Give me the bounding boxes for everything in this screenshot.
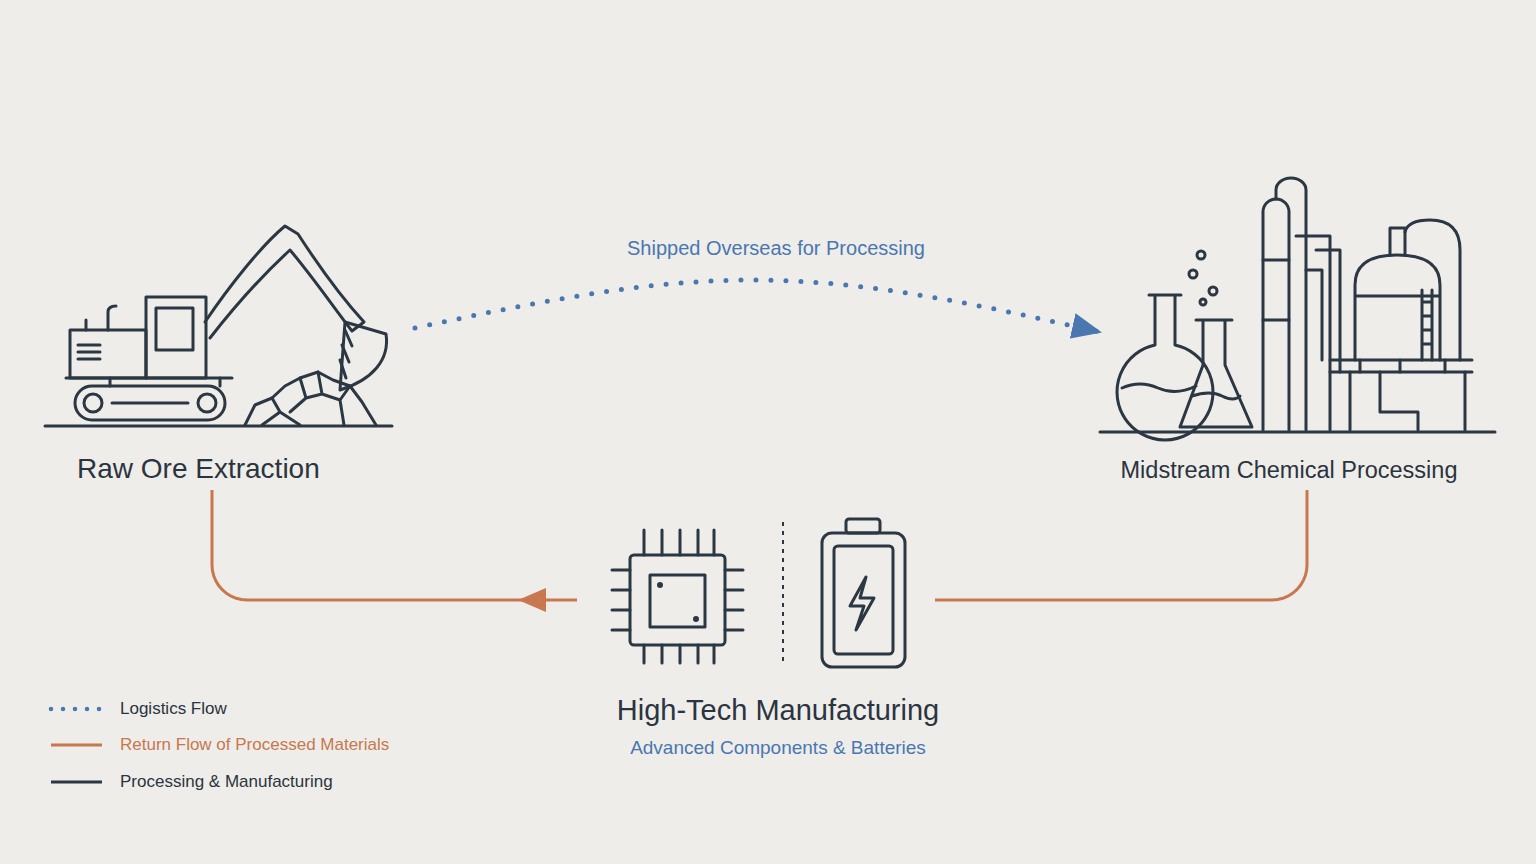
lab-flask-icon [1117,295,1213,440]
legend-line-sample [51,781,102,784]
legend-entry: Return Flow of Processed Materials [48,733,468,757]
excavator-icon [75,386,225,420]
lab-flask-icon [1197,251,1205,259]
lab-flask-icon [1100,431,1495,434]
battery-icon [834,546,893,654]
ore-pile [245,372,376,425]
chip-icon [695,618,698,621]
excavator-icon [78,345,100,359]
refinery-icon [1422,290,1432,360]
excavator-icon [84,394,102,412]
excavator-icon [340,322,387,390]
refinery-icon [1405,220,1460,360]
chip-icon [612,570,630,630]
flow-connector [935,490,1307,600]
ore-pile [262,372,350,425]
stage-node: Midstream Chemical Processing [1100,175,1478,490]
refinery-icon [1340,360,1445,372]
legend-line-sample [51,707,102,712]
refinery-icon [1263,236,1306,320]
legend-line-sample [51,744,102,747]
lab-flask-icon [1200,299,1206,305]
legend-entry: Processing & Manufacturing [48,770,468,794]
excavator-icon [340,330,352,378]
legend-sample [48,697,104,721]
excavator-icon [45,226,392,426]
battery-icon [846,519,880,533]
excavator-icon [86,306,116,330]
excavator-icon [70,330,146,378]
chip-icon [630,555,725,645]
chip-icon [612,530,743,663]
stage-label: High-Tech Manufacturing [617,692,939,728]
excavator-icon [205,226,364,338]
chip-icon [644,645,714,663]
stage-label: Midstream Chemical Processing [1121,455,1458,485]
chip-icon [659,584,662,587]
legend-text: Processing & Manufacturing [120,770,333,794]
ore-pile [245,372,376,425]
lab-flask-icon [1189,270,1197,278]
lab-flask-icon [1209,287,1217,295]
chip-icon [725,570,743,630]
stage-label: Raw Ore Extraction [77,452,320,486]
stage-subtitle: Advanced Components & Batteries [630,735,926,761]
chip-icon [644,530,714,555]
excavator-icon [156,308,193,350]
excavator-icon [112,402,188,405]
refinery-icon [1276,178,1306,430]
battery-icon [822,533,905,667]
legend-sample [48,770,104,794]
divider-line [782,522,784,665]
excavator-icon [66,377,232,380]
excavator-icon [146,297,206,378]
stage-node: High-Tech ManufacturingAdvanced Componen… [577,515,935,765]
refinery-icon [1330,360,1472,372]
battery-icon [822,519,905,667]
refinery-icon [1390,228,1405,255]
legend-sample [48,733,104,757]
lab-flask-icon [1122,384,1196,392]
chip-icon [650,575,705,627]
legend-entry: Logistics Flow [48,697,468,721]
battery-icon [850,577,874,630]
legend-text: Logistics Flow [120,697,227,721]
refinery-icon [1263,199,1289,430]
stage-node: Raw Ore Extraction [40,215,415,490]
excavator-icon [45,425,392,428]
refinery-icon [1350,372,1465,430]
refinery-icon [1306,236,1340,430]
edge-label: Shipped Overseas for Processing [627,236,925,260]
excavator-icon [198,394,216,412]
refinery-icon [1263,178,1472,430]
lab-flask-icon [1180,320,1252,427]
flow-connector [415,280,1100,332]
arrow-head [518,588,546,612]
lab-flask-icon [1100,251,1495,440]
flow-connector [212,490,577,600]
refinery-icon [1355,255,1440,360]
lab-flask-icon [1192,393,1240,399]
legend-text: Return Flow of Processed Materials [120,733,389,757]
